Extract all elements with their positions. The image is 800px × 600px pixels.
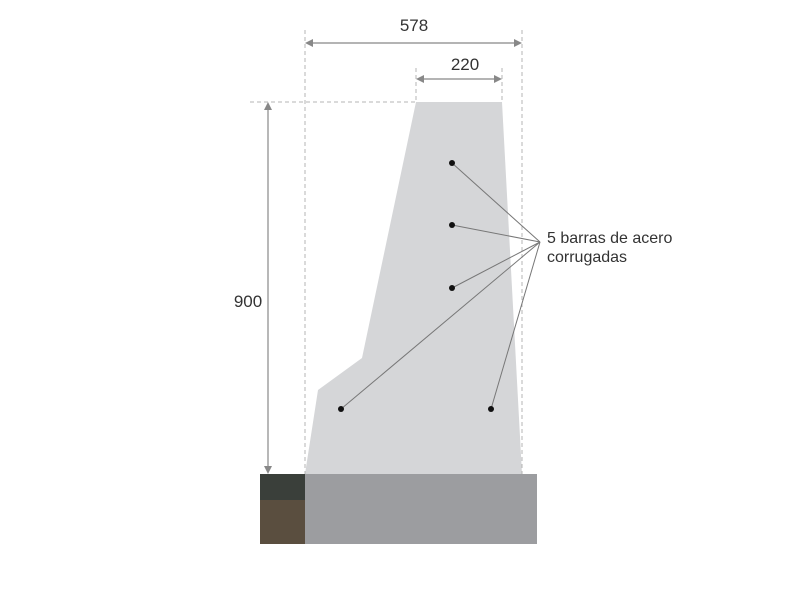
top-width-arrow-left xyxy=(416,75,424,83)
rebar-1 xyxy=(449,160,455,166)
leader-line-1 xyxy=(451,162,541,243)
soil-lower-layer xyxy=(260,500,305,544)
rebar-callout-line-2: corrugadas xyxy=(547,249,627,266)
rebar-4 xyxy=(338,406,344,412)
top-width-label: 220 xyxy=(451,55,479,74)
rebar-2 xyxy=(449,222,455,228)
total-width-arrow-left xyxy=(305,39,313,47)
leader-line-3 xyxy=(451,241,541,289)
height-label: 900 xyxy=(234,292,262,311)
total-width-label: 578 xyxy=(400,16,428,35)
rebar-points xyxy=(338,160,494,412)
rebar-3 xyxy=(449,285,455,291)
rebar-leader-lines xyxy=(340,162,541,410)
top-width-arrow-right xyxy=(494,75,502,83)
total-width-arrow-right xyxy=(514,39,522,47)
leader-line-2 xyxy=(451,224,541,243)
base-slab xyxy=(305,474,537,544)
height-arrow-top xyxy=(264,102,272,110)
leader-line-4 xyxy=(340,241,541,410)
soil-surface-layer xyxy=(260,474,305,500)
rebar-5 xyxy=(488,406,494,412)
barrier-profile xyxy=(305,102,522,474)
height-arrow-bottom xyxy=(264,466,272,474)
leader-line-5 xyxy=(490,241,541,410)
rebar-callout-line-1: 5 barras de acero xyxy=(547,230,673,247)
